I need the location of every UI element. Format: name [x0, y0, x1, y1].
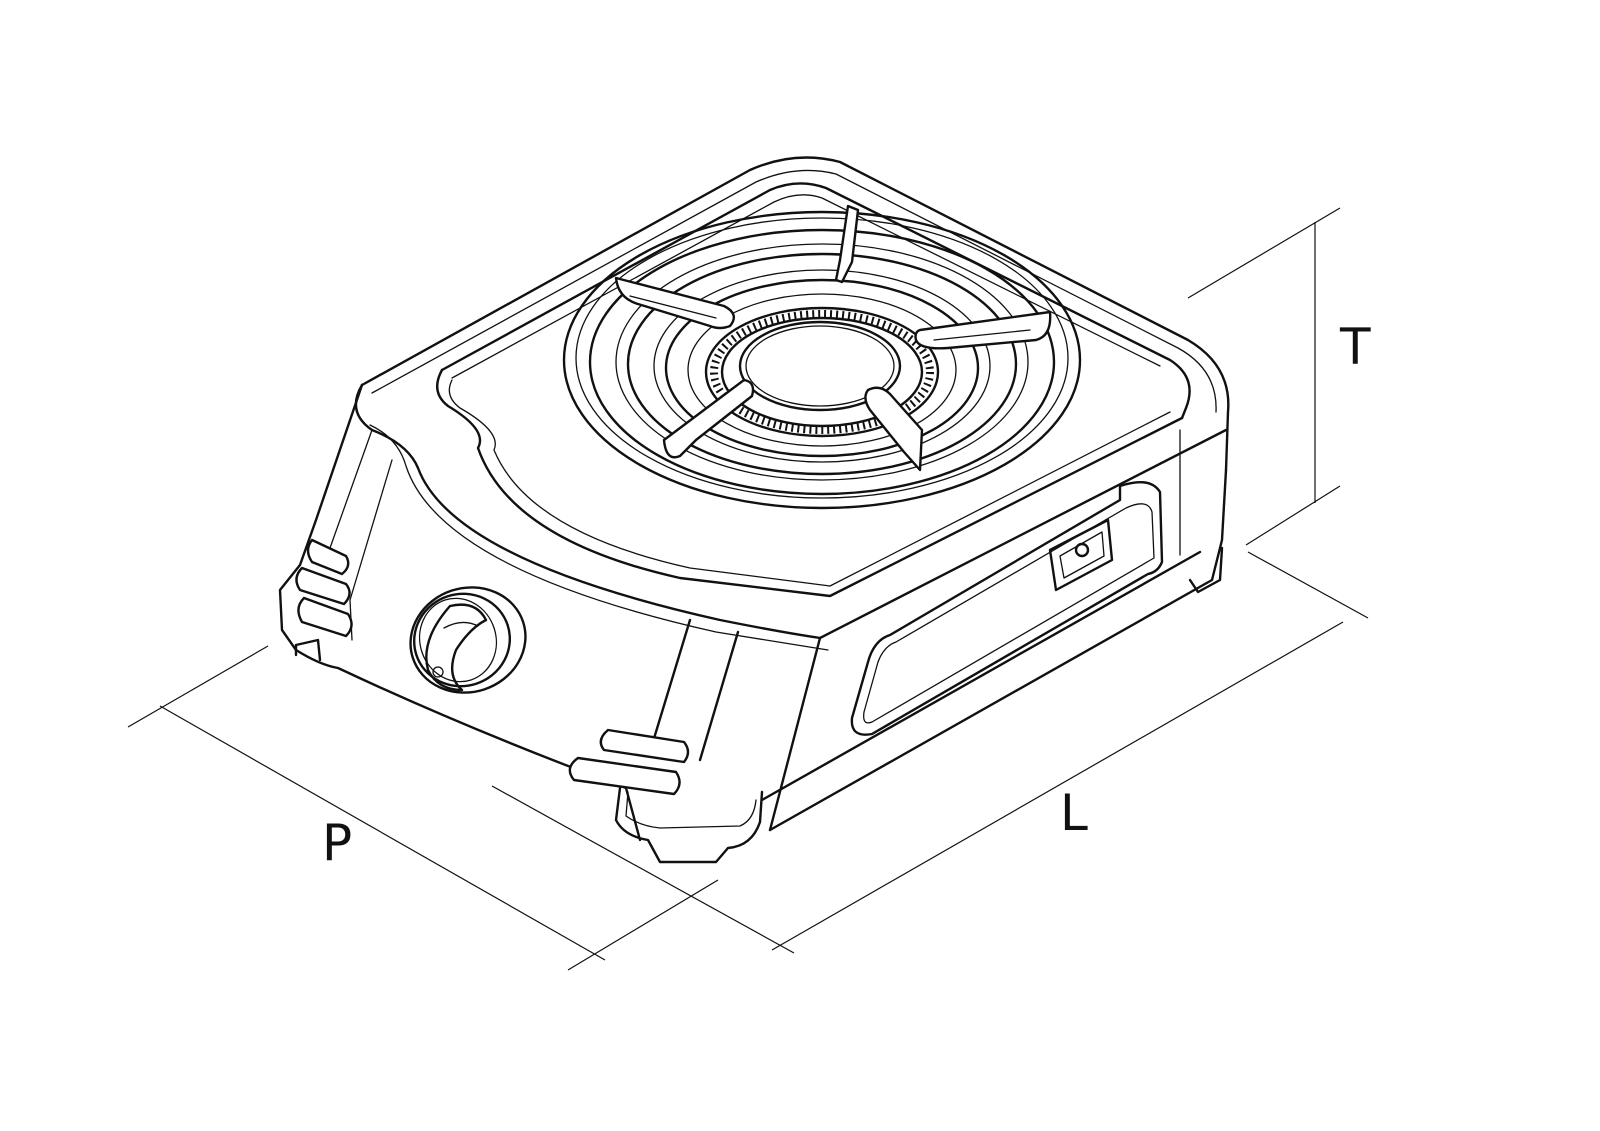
- depth-label: P: [322, 814, 353, 872]
- length-label: L: [1060, 784, 1088, 842]
- left-grip-pads: [295, 538, 353, 638]
- stove-body: [278, 156, 1230, 864]
- depth-dimension-lines: [127, 645, 719, 971]
- control-knob: [409, 586, 527, 694]
- right-grip-pads: [568, 728, 690, 796]
- length-dimension-lines: [491, 551, 1369, 954]
- pan-support-arms: [614, 204, 1052, 472]
- height-dimension-lines: [1187, 207, 1341, 546]
- burner: [562, 210, 1082, 510]
- height-label: T: [1340, 318, 1371, 376]
